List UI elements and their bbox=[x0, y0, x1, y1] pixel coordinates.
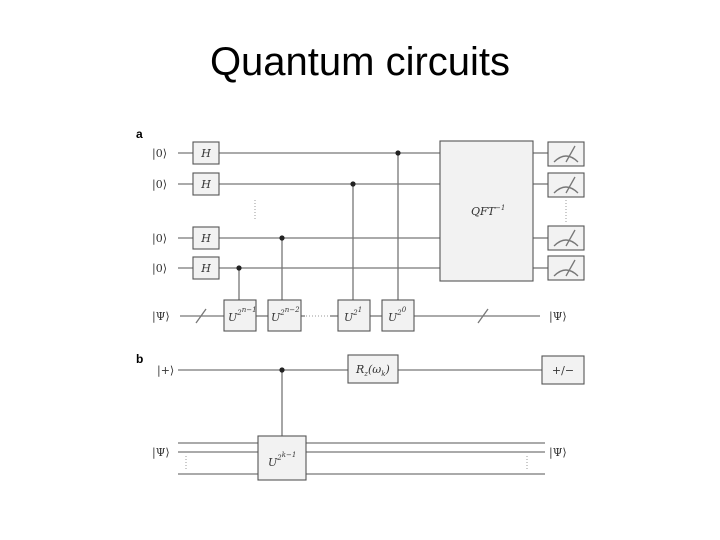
output-label-target: |Ψ⟩ bbox=[549, 310, 567, 324]
inverse-qft-gate: QFT−1 bbox=[439, 140, 534, 282]
output-label-target-b: |Ψ⟩ bbox=[549, 446, 567, 460]
controlled-u-gate: U21 bbox=[337, 299, 371, 332]
panel-b-label: b bbox=[136, 352, 143, 366]
svg-text:H: H bbox=[200, 232, 211, 245]
svg-text:H: H bbox=[200, 262, 211, 275]
controlled-u-gate: U2n−2 bbox=[267, 299, 302, 332]
slide-title: Quantum circuits bbox=[209, 40, 511, 84]
hadamard-gate: H bbox=[192, 256, 220, 280]
measurement-meter-icon bbox=[547, 255, 585, 281]
controlled-u-gate: U20 bbox=[381, 299, 415, 332]
controlled-u-gate: U2n−1 bbox=[223, 299, 257, 332]
input-label-q4: |0⟩ bbox=[152, 262, 167, 276]
svg-text:H: H bbox=[200, 178, 211, 191]
input-label-q3: |0⟩ bbox=[152, 232, 167, 246]
measurement-box: +/− bbox=[541, 355, 585, 385]
control-dot bbox=[395, 150, 401, 156]
svg-text:Rz(ωk): Rz(ωk) bbox=[355, 363, 390, 378]
control-dot bbox=[350, 181, 356, 187]
panel-a-label: a bbox=[136, 127, 143, 141]
input-label-q1: |0⟩ bbox=[152, 147, 167, 161]
measurement-meter-icon bbox=[547, 225, 585, 251]
svg-text:U2n−2: U2n−2 bbox=[271, 306, 300, 324]
register-slash-right bbox=[477, 308, 489, 324]
svg-text:H: H bbox=[200, 147, 211, 160]
hadamard-gate: H bbox=[192, 226, 220, 250]
measurement-meter-icon bbox=[547, 141, 585, 167]
svg-text:+/−: +/− bbox=[552, 364, 574, 377]
measurement-meter-icon bbox=[547, 172, 585, 198]
rz-gate: Rz(ωk) bbox=[347, 354, 399, 384]
control-dot bbox=[279, 235, 285, 241]
hadamard-gate: H bbox=[192, 141, 220, 165]
control-dot-b bbox=[279, 367, 285, 373]
input-label-target-b: |Ψ⟩ bbox=[152, 446, 170, 460]
input-label-control-b: |+⟩ bbox=[157, 364, 174, 378]
svg-text:QFT−1: QFT−1 bbox=[471, 204, 505, 218]
register-slash-left bbox=[195, 308, 207, 324]
controlled-u-gate-b: U2k−1 bbox=[257, 435, 307, 481]
svg-text:U2k−1: U2k−1 bbox=[268, 451, 296, 469]
input-label-target: |Ψ⟩ bbox=[152, 310, 170, 324]
svg-text:U2n−1: U2n−1 bbox=[228, 306, 257, 324]
control-dot bbox=[236, 265, 242, 271]
input-label-q2: |0⟩ bbox=[152, 178, 167, 192]
hadamard-gate: H bbox=[192, 172, 220, 196]
svg-text:U20: U20 bbox=[388, 306, 407, 324]
svg-text:U21: U21 bbox=[344, 306, 362, 324]
